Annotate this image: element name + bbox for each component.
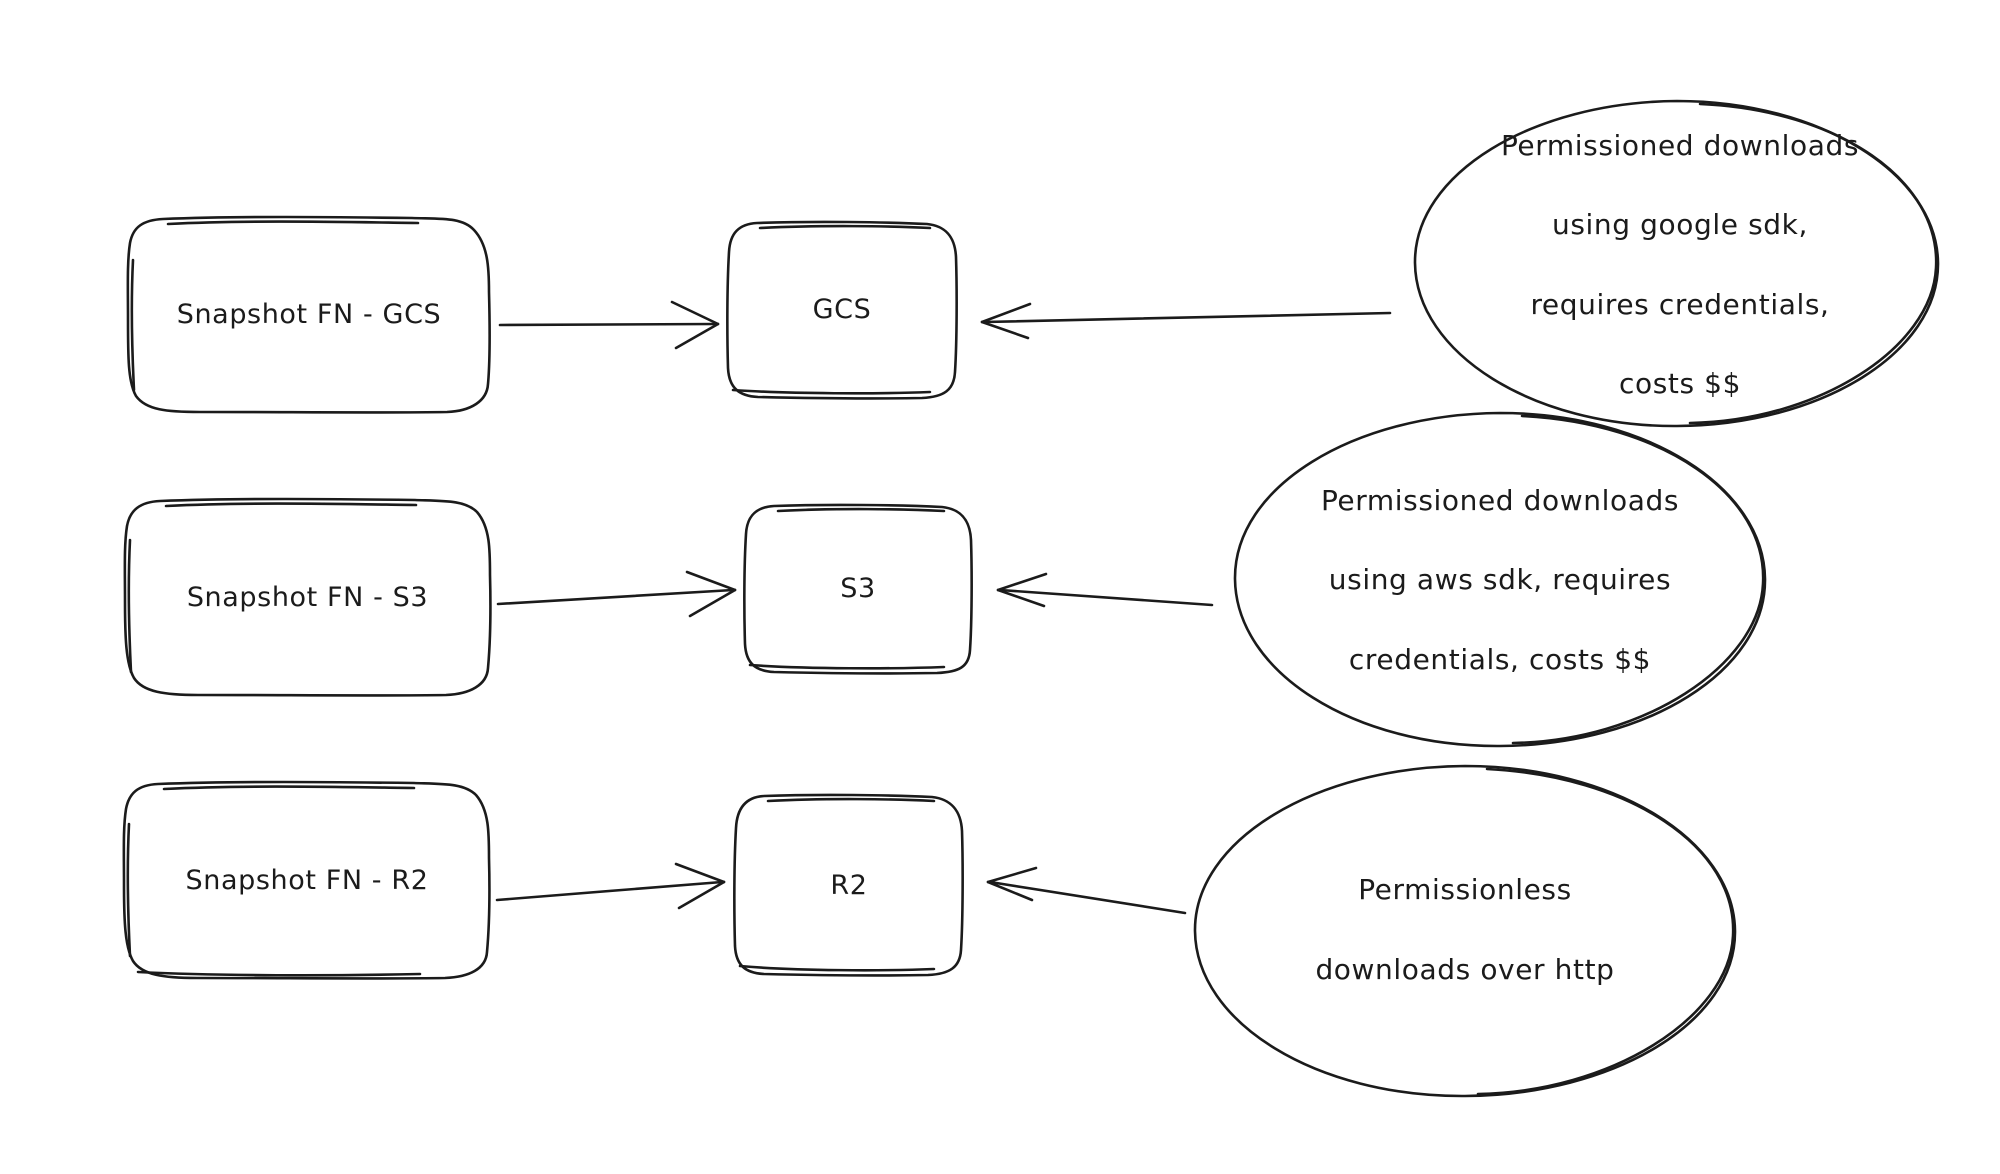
node-r2-shape: [733, 793, 964, 977]
node-snapshot-fn-gcs-shape: [126, 215, 491, 414]
edge-snapshot-fn-s3-to-s3: [496, 570, 737, 618]
node-s3-shape: [743, 503, 973, 675]
node-snapshot-fn-s3-shape: [123, 497, 492, 697]
node-gcs-shape: [726, 220, 958, 400]
edge-snapshot-fn-r2-to-r2: [495, 862, 726, 910]
edge-note-gcs-to-gcs: [980, 302, 1392, 340]
note-s3-ellipse-shape: [1233, 411, 1767, 748]
edge-snapshot-fn-gcs-to-gcs: [498, 300, 720, 350]
edge-note-s3-to-s3: [996, 572, 1214, 608]
note-r2-ellipse-shape: [1193, 764, 1737, 1098]
edge-note-r2-to-r2: [986, 866, 1187, 915]
note-gcs-ellipse-shape: [1413, 99, 1940, 428]
node-snapshot-fn-r2-shape: [122, 780, 491, 980]
